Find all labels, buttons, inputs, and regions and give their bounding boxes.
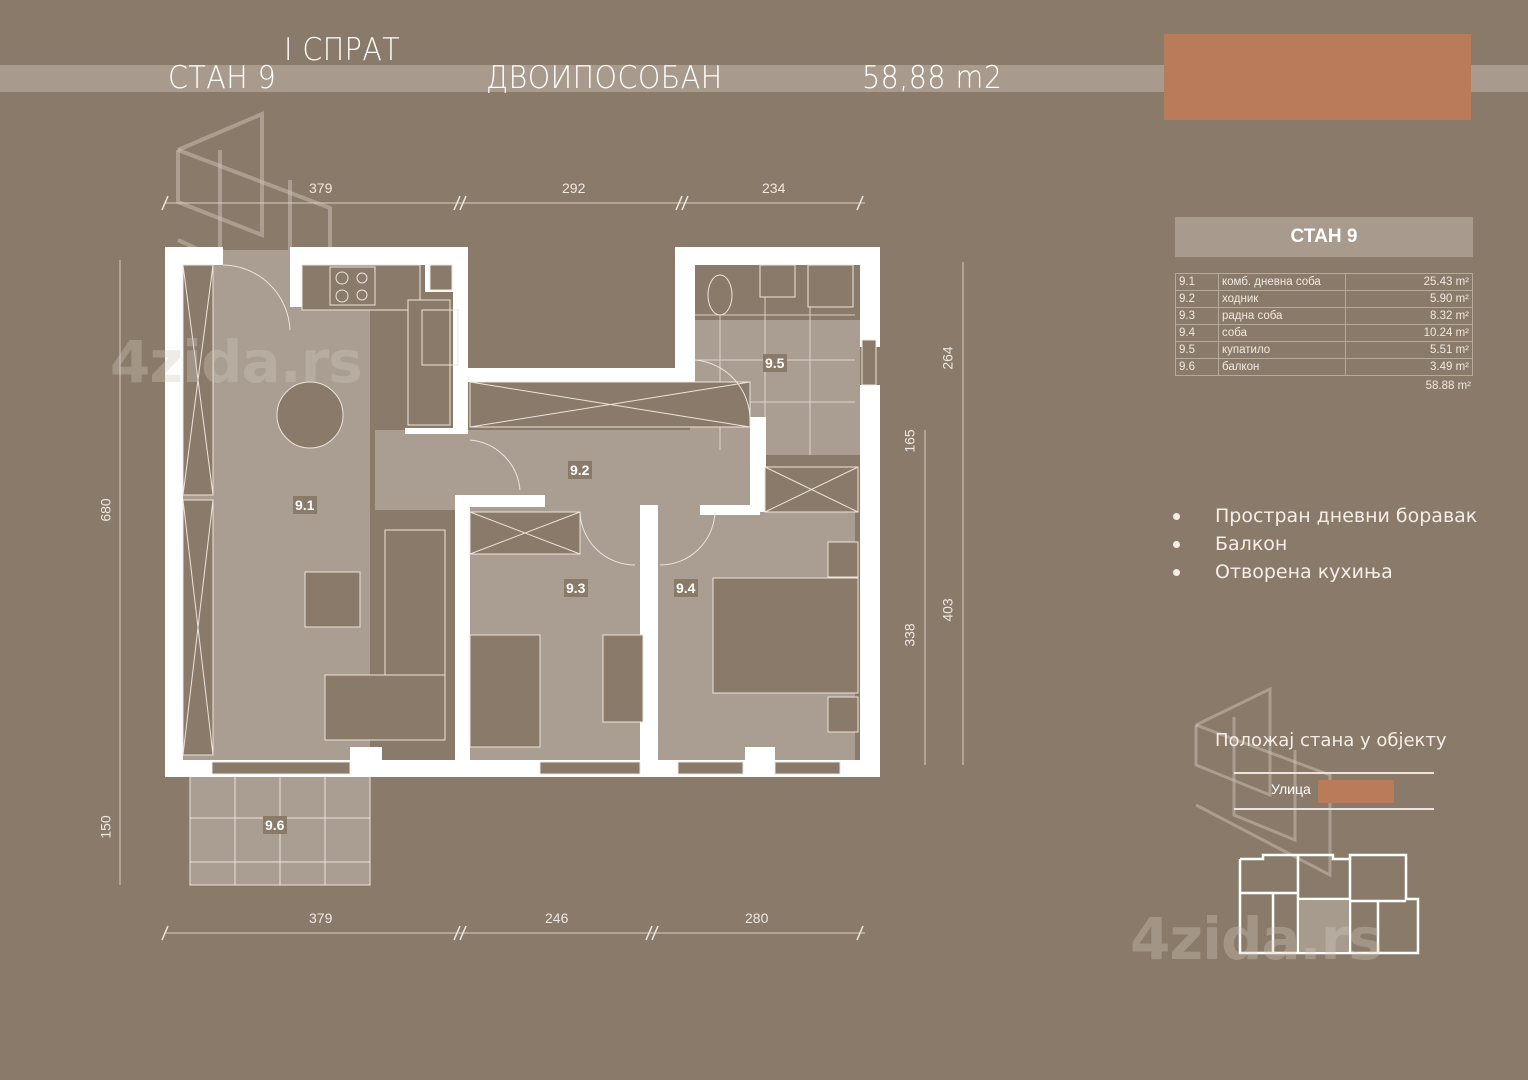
room-label-9-5: 9.5 bbox=[765, 355, 785, 371]
list-item: Балкон bbox=[1170, 530, 1477, 558]
position-title: Положај стана у објекту bbox=[1215, 730, 1447, 751]
dim-top-2: 292 bbox=[562, 180, 586, 196]
accent-block bbox=[1164, 34, 1471, 120]
unit-title: СТАН 9 bbox=[168, 60, 277, 96]
dim-bottom-3: 280 bbox=[745, 910, 769, 926]
room-label-9-4: 9.4 bbox=[676, 580, 696, 596]
unit-area: 58,88 m2 bbox=[862, 60, 1003, 96]
floor-plan: 9.1 9.2 9.3 9.4 9.5 9.6 bbox=[119, 195, 964, 941]
room-label-9-3: 9.3 bbox=[566, 580, 586, 596]
total-area: 58.88 m² bbox=[1425, 380, 1471, 392]
street-marker bbox=[1318, 780, 1394, 803]
street-label: Улица bbox=[1271, 781, 1311, 797]
list-item: Отворена кухиња bbox=[1170, 558, 1477, 586]
watermark-plan: 4zida.rs bbox=[110, 328, 363, 396]
dim-bottom-2: 246 bbox=[545, 910, 569, 926]
building-plan-thumbnail bbox=[1238, 853, 1420, 955]
dim-top-1: 379 bbox=[309, 180, 333, 196]
logo-mark-icon-small bbox=[1194, 686, 1332, 878]
dim-right-outer-2: 403 bbox=[939, 598, 956, 622]
bullet-icon bbox=[1173, 568, 1180, 576]
list-item: Простран дневни боравак bbox=[1170, 502, 1477, 530]
dim-right-inner-1: 165 bbox=[901, 429, 918, 453]
watermark-corner: 4zida.rs bbox=[1130, 905, 1383, 973]
dim-left-2: 150 bbox=[97, 815, 114, 839]
dim-right-outer-1: 264 bbox=[939, 346, 956, 370]
divider bbox=[1234, 772, 1434, 774]
dim-right-inner-2: 338 bbox=[901, 623, 918, 647]
room-label-9-6: 9.6 bbox=[265, 817, 285, 833]
floor-label: I СПРАТ bbox=[284, 32, 401, 68]
dim-left-1: 680 bbox=[97, 498, 114, 522]
divider bbox=[1234, 808, 1434, 810]
summary-title: СТАН 9 bbox=[1175, 217, 1473, 257]
bullet-icon bbox=[1173, 512, 1180, 520]
room-label-9-1: 9.1 bbox=[295, 497, 315, 513]
dim-bottom-1: 379 bbox=[309, 910, 333, 926]
bullet-icon bbox=[1173, 540, 1180, 548]
feature-list: Простран дневни боравак Балкон Отворена … bbox=[1170, 502, 1477, 586]
dim-top-3: 234 bbox=[762, 180, 786, 196]
unit-type: ДВОИПОСОБАН bbox=[486, 60, 723, 96]
room-label-9-2: 9.2 bbox=[570, 462, 590, 478]
